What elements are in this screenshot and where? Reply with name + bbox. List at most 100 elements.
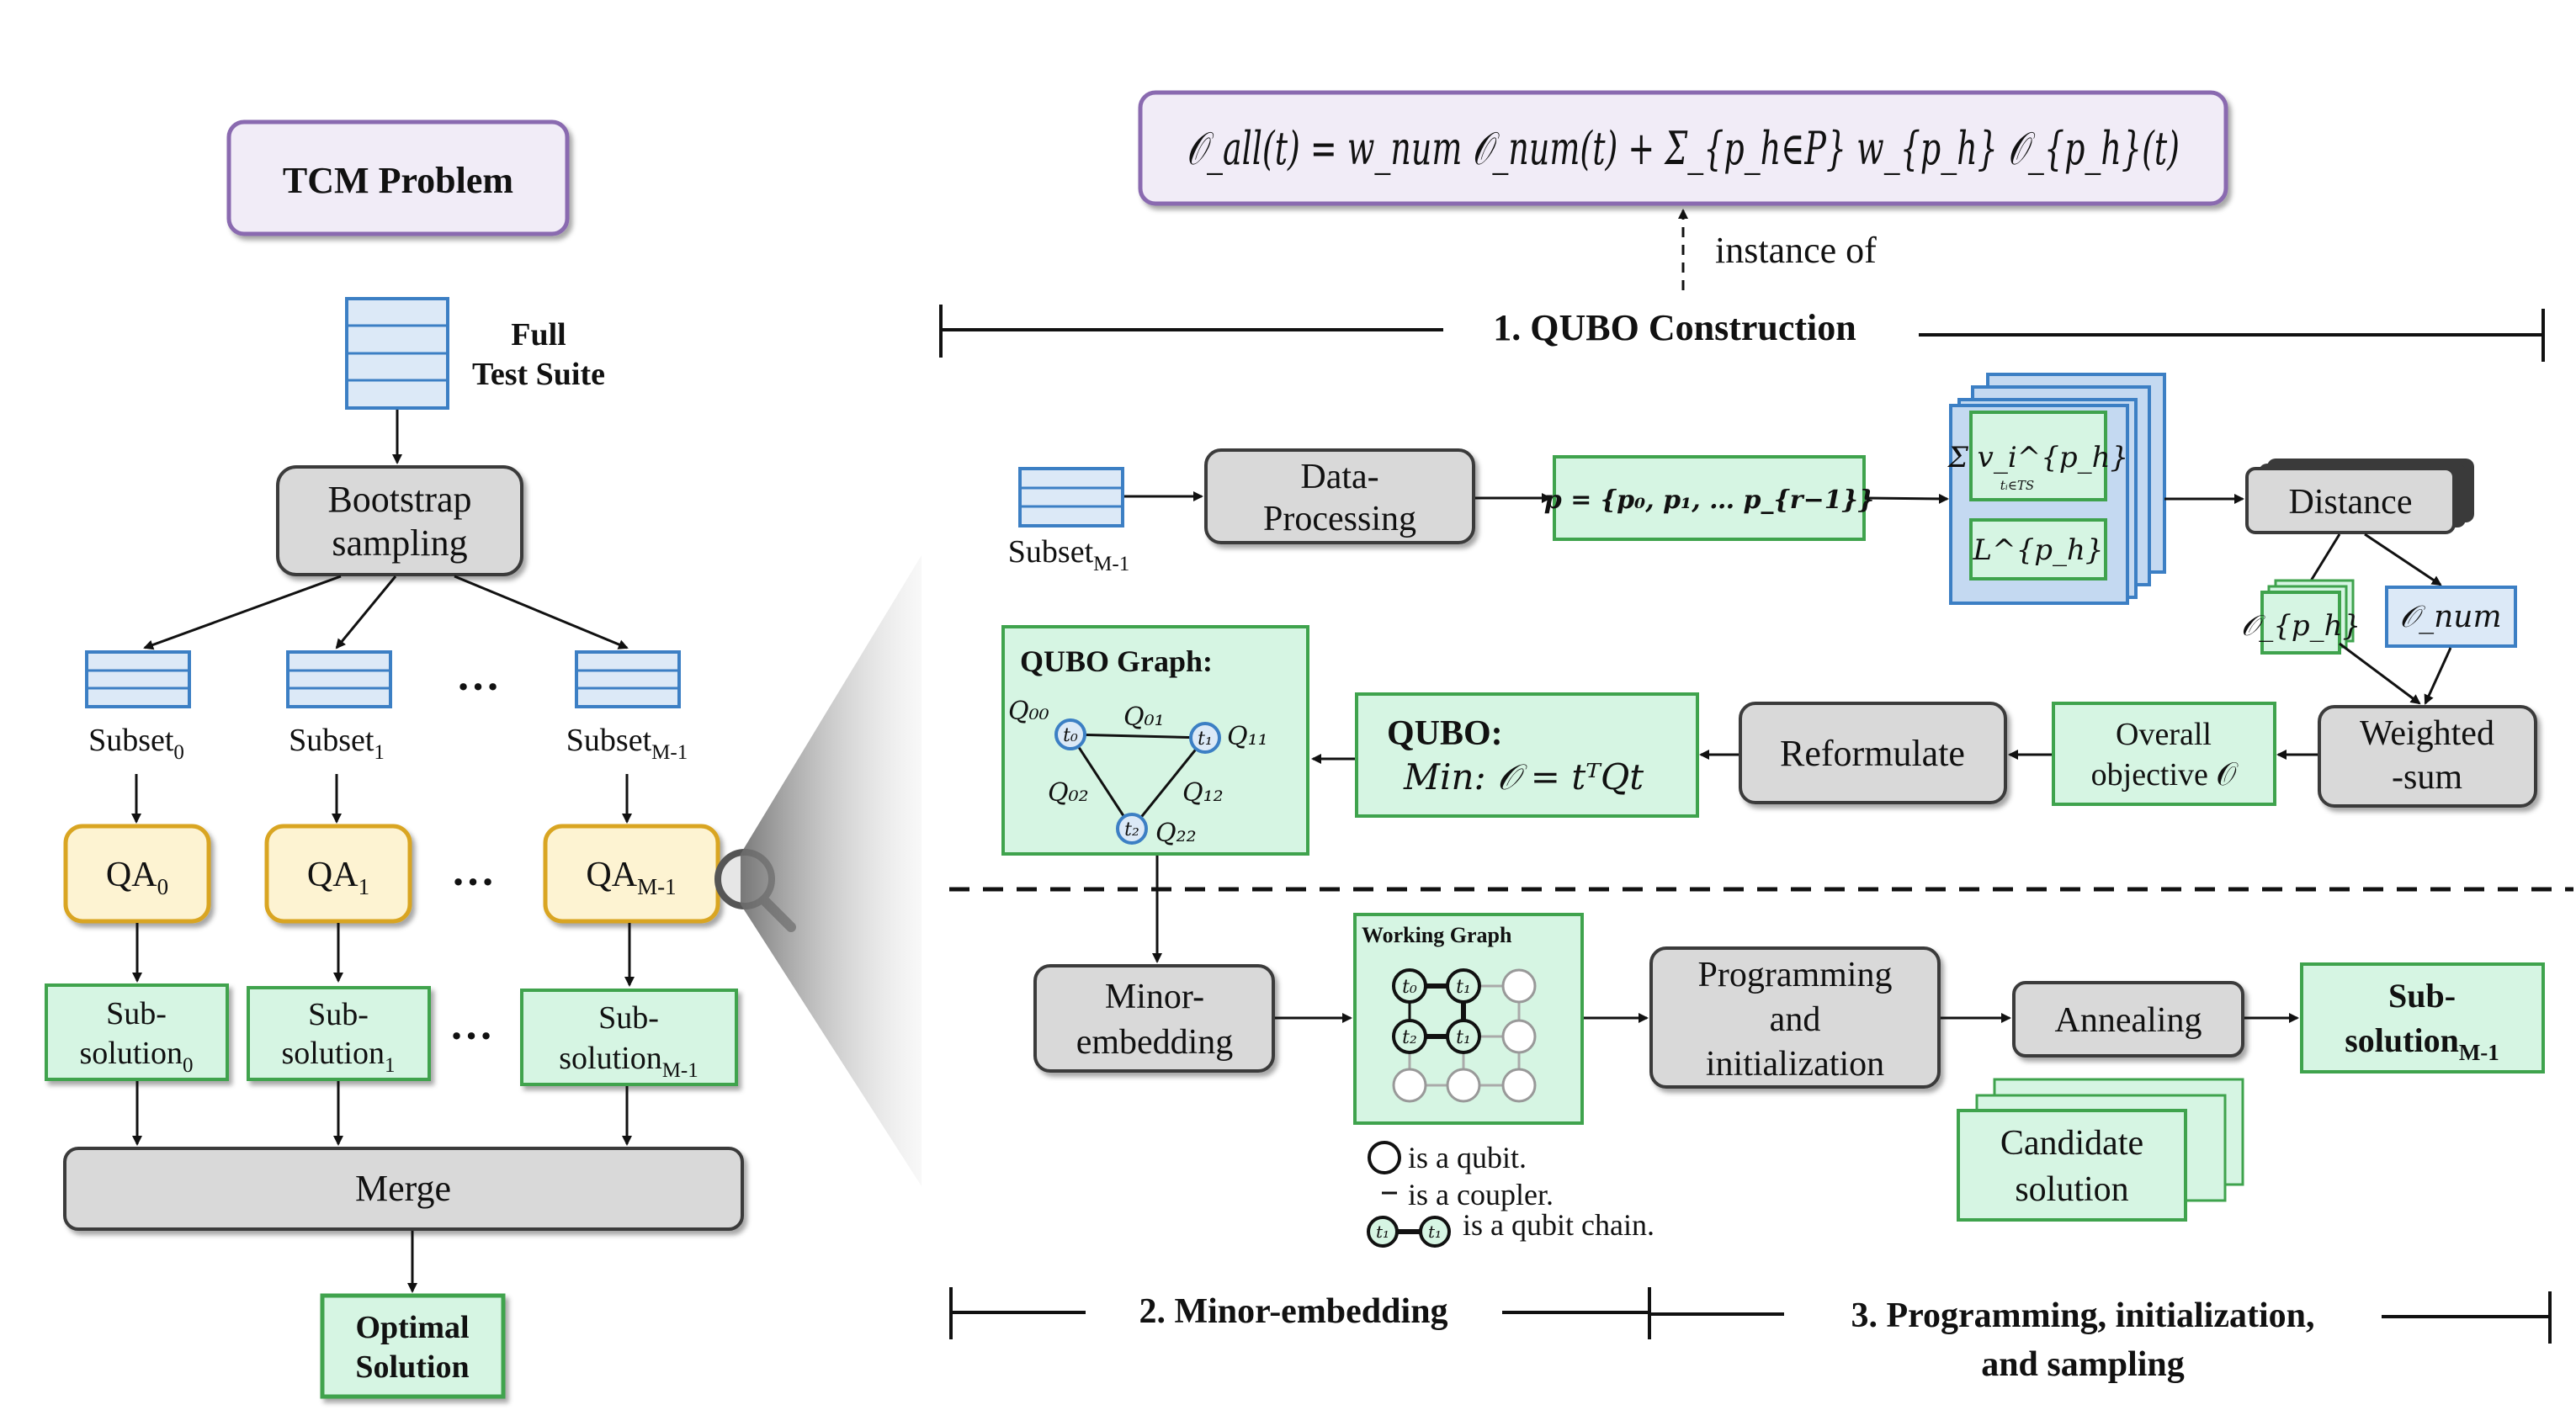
q00-label: Q₀₀	[1008, 697, 1049, 726]
legend-chain-t1-a: t₁	[1376, 1222, 1389, 1242]
overall-objective-box	[2052, 702, 2276, 806]
subsolutionM-box	[520, 989, 738, 1086]
full-test-suite-label-2: Test Suite	[472, 357, 605, 392]
subsolution0-box	[45, 983, 229, 1081]
property-set-box	[1553, 455, 1866, 541]
subset1-label: Subset1	[289, 723, 385, 764]
programming-box	[1649, 946, 1941, 1089]
overall-objective-label-1: Overall	[2116, 717, 2212, 752]
subsolutionM-label-1: Sub-	[598, 1000, 659, 1036]
q02-label: Q₀₂	[1048, 778, 1089, 808]
l-card	[1969, 518, 2107, 580]
subsetM-right-label: SubsetM-1	[1008, 534, 1129, 575]
qa1-label: QA1	[307, 856, 369, 899]
qubo-graph-title: QUBO Graph:	[1020, 644, 1213, 678]
subset1-icon	[286, 650, 392, 708]
working-node-t1-b: t₁	[1456, 1027, 1471, 1048]
reformulate-label: Reformulate	[1780, 733, 1965, 774]
subset0-label: Subset0	[88, 723, 184, 764]
subsetM-icon	[575, 650, 681, 708]
reformulate-box	[1739, 702, 2007, 804]
qubo-formula: Min: 𝒪 = tᵀQt	[1403, 756, 1644, 798]
subsolution0-label-2: solution0	[80, 1036, 194, 1077]
distance-label: Distance	[2289, 483, 2413, 522]
legend-qubit-icon	[1368, 1141, 1401, 1174]
bootstrap-label-2: sampling	[332, 522, 467, 564]
section3-title-2: and sampling	[1981, 1345, 2185, 1384]
q11-label: Q₁₁	[1227, 722, 1268, 751]
subsolution1-label-1: Sub-	[308, 997, 369, 1032]
overall-objective-label-2: objective 𝒪	[2091, 757, 2239, 793]
working-node-t0: t₀	[1402, 977, 1417, 998]
section1-title: 1. QUBO Construction	[1493, 307, 1856, 348]
full-test-suite-label-1: Full	[511, 317, 566, 353]
candidate-label-2: solution	[2015, 1170, 2128, 1209]
data-processing-box	[1204, 448, 1475, 544]
optimal-solution-box	[320, 1293, 506, 1399]
tcm-problem-label: TCM Problem	[283, 160, 513, 201]
qubo-graph-edges	[1069, 733, 1207, 830]
subset-ellipsis: …	[456, 652, 500, 700]
o-num-label: 𝒪_num	[2399, 600, 2501, 634]
qubo-graph-box	[1001, 625, 1309, 856]
qubo-box	[1355, 692, 1699, 818]
subsolutionM-right-label-1: Sub-	[2388, 977, 2456, 1015]
q12-label: Q₁₂	[1182, 778, 1224, 808]
subsolution1-label-2: solution1	[282, 1036, 396, 1077]
qubo-title: QUBO:	[1387, 714, 1503, 753]
arrow-bootstrap-subset0	[143, 575, 342, 650]
optimal-label-2: Solution	[355, 1349, 469, 1385]
weighted-sum-label-1: Weighted	[2360, 714, 2494, 753]
qa1-box	[264, 824, 412, 924]
sum-index: tᵢ∈TS	[2000, 478, 2034, 493]
legend-chain-t1-b: t₁	[1428, 1222, 1442, 1242]
data-processing-label-2: Processing	[1263, 500, 1416, 538]
weighted-sum-box	[2318, 705, 2537, 808]
qubo-node-t0	[1054, 718, 1086, 750]
property-set-formula: p = {p₀, p₁, … p_{r−1}}	[1544, 485, 1874, 515]
programming-label-1: Programming	[1698, 956, 1893, 994]
candidate-solution-box	[1957, 1109, 2187, 1222]
bootstrap-label-1: Bootstrap	[327, 479, 471, 520]
sum-card	[1969, 411, 2107, 501]
annealing-label: Annealing	[2055, 1001, 2202, 1040]
zoom-cone	[741, 555, 922, 1186]
qa-ellipsis: …	[451, 847, 495, 895]
working-node-t2: t₂	[1402, 1027, 1417, 1048]
subsolutionM-right-box	[2300, 962, 2545, 1073]
legend-chain-label: is a qubit chain.	[1463, 1208, 1654, 1242]
subsolutionM-right-label-2: solutionM-1	[2345, 1021, 2499, 1065]
qa0-box	[63, 824, 211, 924]
section2-title: 2. Minor-embedding	[1139, 1292, 1447, 1331]
programming-label-3: initialization	[1706, 1045, 1884, 1084]
subsetM-label: SubsetM-1	[566, 723, 688, 764]
full-test-suite-icon	[345, 297, 449, 410]
merge-label: Merge	[355, 1168, 451, 1209]
candidate-label-1: Candidate	[2000, 1124, 2143, 1163]
q22-label: Q₂₂	[1155, 819, 1197, 848]
minor-embedding-label-1: Minor-	[1105, 978, 1204, 1016]
qubo-node-t1-label: t₁	[1198, 729, 1213, 750]
qubo-node-t0-label: t₀	[1063, 725, 1078, 746]
qaM-label: QAM-1	[586, 856, 676, 899]
working-node-t1: t₁	[1456, 977, 1471, 998]
instance-of-label: instance of	[1715, 230, 1877, 271]
subsetM-right-icon	[1018, 467, 1124, 527]
sum-formula: Σ v_i^{p_h}	[1947, 441, 2128, 474]
working-graph-qubits	[1392, 968, 1537, 1103]
objective-formula-box	[1138, 90, 2228, 206]
data-processing-label-1: Data-	[1300, 458, 1378, 496]
subsolutionM-label-2: solutionM-1	[559, 1041, 698, 1082]
qubo-node-t1	[1189, 722, 1221, 754]
distance-box	[2245, 467, 2456, 534]
annealing-box	[2012, 981, 2244, 1058]
bootstrap-sampling-box	[276, 465, 523, 576]
arrow-onum-weighted	[2424, 647, 2452, 705]
arrow-bootstrap-subsetM	[454, 575, 629, 649]
legend-coupler-label: is a coupler.	[1408, 1178, 1554, 1211]
qubo-node-t2-label: t₂	[1124, 819, 1139, 840]
objective-formula: 𝒪_all(t) = w_num 𝒪_num(t) + Σ_{p_h∈P} w_…	[1187, 122, 2180, 175]
subsolution0-label-1: Sub-	[106, 996, 167, 1031]
subset0-icon	[85, 650, 191, 708]
